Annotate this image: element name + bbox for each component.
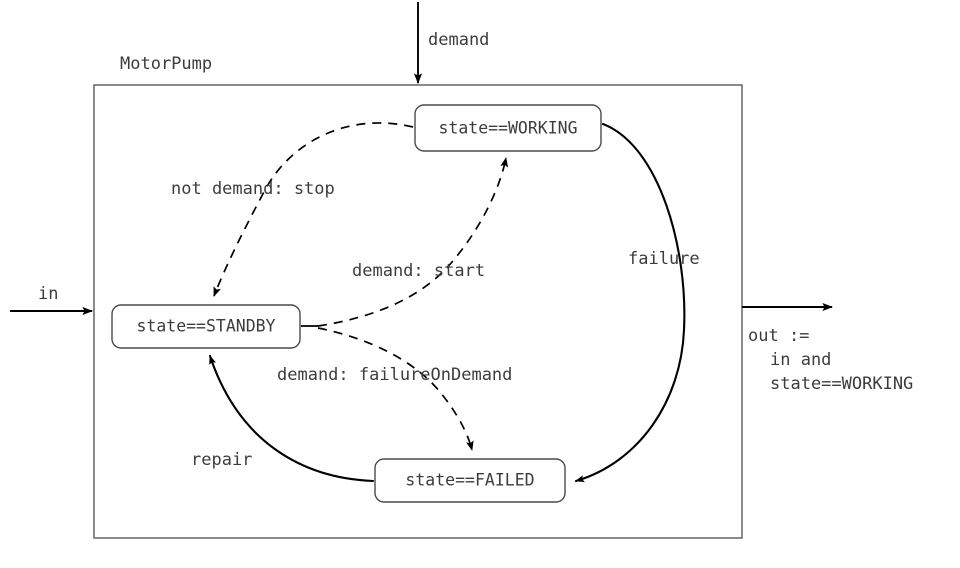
state-node-failed[interactable]: state==FAILED — [374, 458, 566, 503]
in-port-label: in — [38, 284, 58, 304]
state-failed-label: state==FAILED — [405, 471, 534, 490]
transition-stop-path — [213, 122, 414, 297]
transition-repair-path — [208, 354, 375, 483]
out-port-label-line-2: in and — [770, 350, 831, 370]
transition-failure-on-demand-path — [317, 327, 474, 451]
transition-failure-label: failure — [628, 249, 700, 269]
transition-repair-label: repair — [191, 450, 252, 470]
transition-start-path — [317, 157, 509, 327]
state-working-label: state==WORKING — [438, 119, 577, 138]
demand-port-label: demand — [428, 30, 489, 50]
transition-stop-label: not demand: stop — [171, 179, 335, 199]
state-standby-label: state==STANDBY — [136, 317, 275, 336]
state-failed-box[interactable] — [374, 458, 566, 503]
state-standby-box[interactable] — [111, 304, 301, 349]
transition-failure-path — [574, 122, 686, 483]
motorpump-container — [93, 84, 743, 539]
block-name-label: MotorPump — [120, 54, 212, 74]
out-port-label-line-1: out := — [748, 326, 809, 346]
out-port-label-line-3: state==WORKING — [770, 374, 913, 394]
state-node-working[interactable]: state==WORKING — [414, 104, 602, 152]
transition-start-label: demand: start — [352, 261, 485, 281]
transition-failure-on-demand-label: demand: failureOnDemand — [277, 365, 512, 385]
state-node-standby[interactable]: state==STANDBY — [111, 304, 301, 349]
state-working-box[interactable] — [414, 104, 602, 152]
